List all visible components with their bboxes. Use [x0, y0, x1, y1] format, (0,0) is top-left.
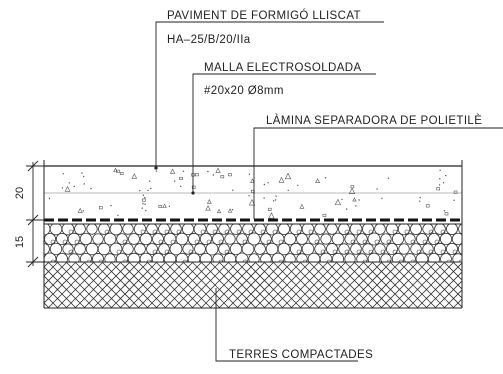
label-malla-title: MALLA ELECTROSOLDADA	[204, 62, 362, 74]
polyethylene-sheet	[44, 218, 462, 225]
compacted-earth-layer	[44, 262, 462, 309]
gravel-layer	[44, 224, 462, 263]
leader-malla	[192, 73, 376, 193]
leader-malla-dot	[191, 191, 195, 195]
dimension-gravel: 15	[14, 236, 26, 248]
leader-paviment-dot	[154, 166, 158, 170]
label-terres-title: TERRES COMPACTADES	[229, 349, 373, 361]
leader-paviment	[155, 21, 384, 168]
leader-lamina	[253, 127, 503, 219]
dimension-line	[26, 160, 44, 268]
label-lamina-title: LÀMINA SEPARADORA DE POLIETILÈ	[266, 114, 482, 127]
concrete-slab	[44, 165, 462, 219]
leader-terres	[215, 288, 358, 362]
label-paviment-title: PAVIMENT DE FORMIGÓ LLISCAT	[167, 9, 361, 22]
label-malla-spec: #20x20 Ø8mm	[204, 85, 284, 97]
label-paviment-spec: HA–25/B/20/IIa	[167, 34, 251, 46]
dimension-concrete: 20	[14, 187, 26, 199]
concrete-aggregate-specks	[48, 167, 458, 219]
